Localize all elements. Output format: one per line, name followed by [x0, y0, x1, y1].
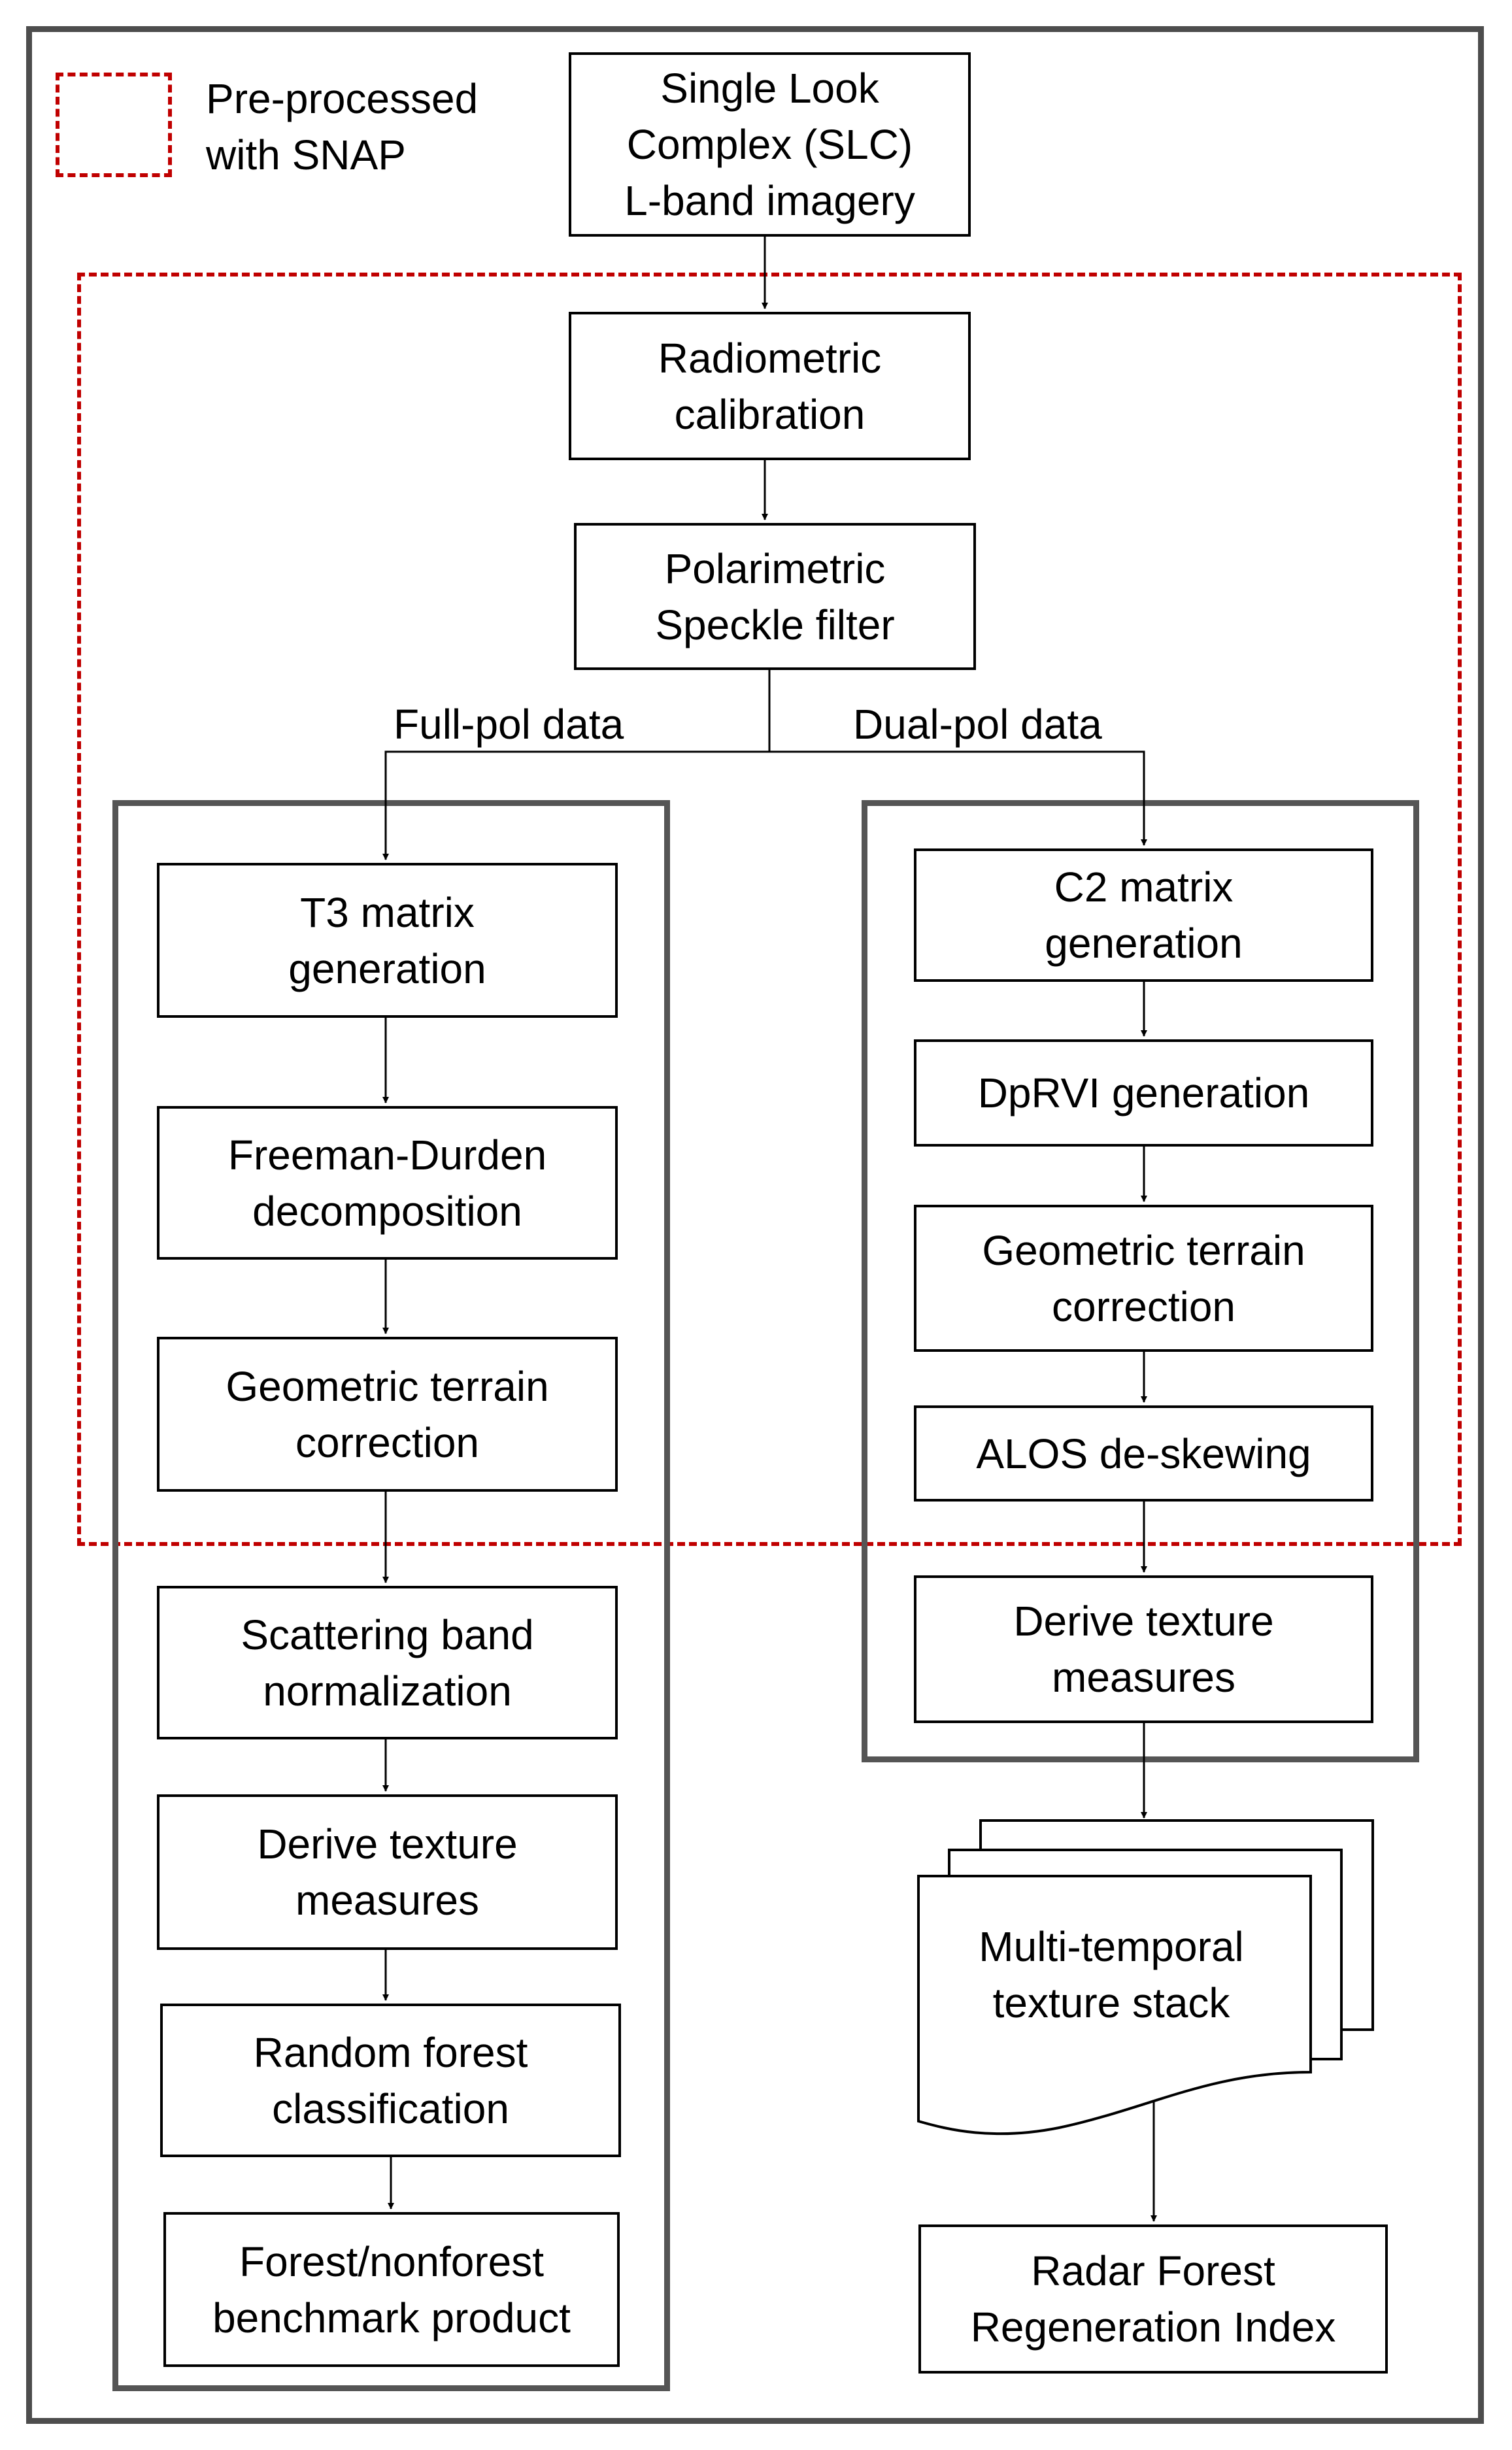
stack-pages: [917, 1819, 1374, 2136]
node-multitemporal-stack: Multi-temporal texture stack: [979, 1923, 1244, 2026]
legend-dashed-swatch: [56, 73, 172, 177]
node-polarimetric-speckle-filter: Polarimetric Speckle filter: [574, 523, 976, 670]
snap-preprocessing-region: [77, 273, 1462, 1546]
full-pol-label: Full-pol data: [394, 701, 624, 748]
node-random-forest: Random forest classification: [160, 2004, 621, 2157]
dual-pol-label: Dual-pol data: [853, 701, 1102, 748]
node-geometric-terrain-left: Geometric terrain correction: [157, 1337, 618, 1492]
node-dprvi: DpRVI generation: [914, 1039, 1373, 1147]
node-derive-texture-left: Derive texture measures: [157, 1794, 618, 1950]
branch-connector: [382, 670, 771, 860]
node-geometric-terrain-right: Geometric terrain correction: [914, 1205, 1373, 1352]
node-forest-benchmark: Forest/nonforest benchmark product: [163, 2212, 620, 2367]
node-t3-matrix: T3 matrix generation: [157, 863, 618, 1018]
full-pol-group: [112, 800, 670, 2391]
dual-pol-group: [862, 800, 1419, 1762]
node-scattering-band-normalization: Scattering band normalization: [157, 1586, 618, 1739]
node-freeman-durden: Freeman-Durden decomposition: [157, 1106, 618, 1260]
legend-label: Pre-processed with SNAP: [206, 75, 479, 178]
node-slc: Single Look Complex (SLC) L-band imagery: [569, 52, 971, 237]
branch-connector-dual: [769, 750, 1147, 846]
node-c2-matrix: C2 matrix generation: [914, 848, 1373, 982]
stack-page-front: [917, 1875, 1312, 2136]
node-alos-deskewing: ALOS de-skewing: [914, 1405, 1373, 1502]
node-derive-texture-right: Derive texture measures: [914, 1575, 1373, 1723]
node-radiometric-calibration: Radiometric calibration: [569, 312, 971, 460]
node-rfri: Radar Forest Regeneration Index: [918, 2224, 1388, 2374]
outer-frame: [26, 26, 1484, 2424]
